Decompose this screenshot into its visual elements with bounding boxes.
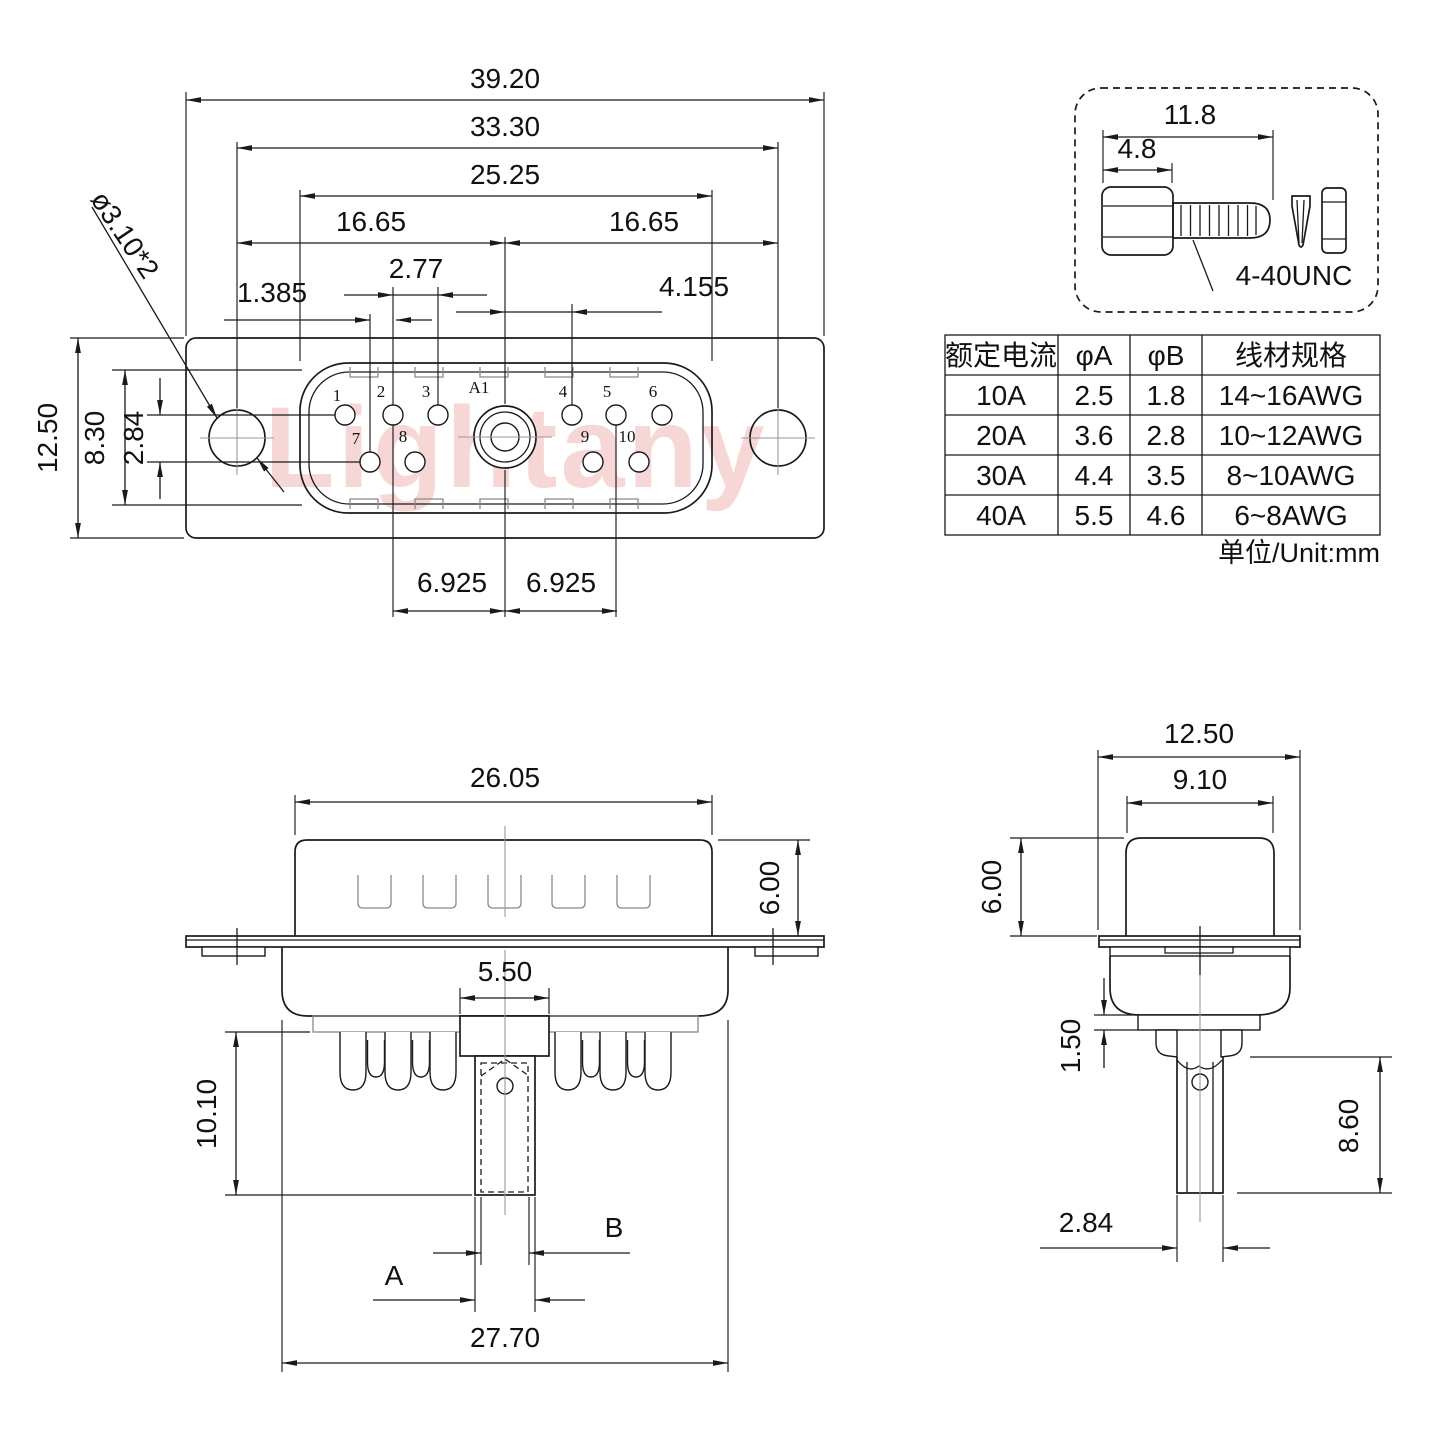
- table-header: φA: [1076, 340, 1113, 371]
- side-view: 26.05 6.00 5.50 10.10 B A 27.70: [185, 762, 825, 1372]
- dim-end-width: 12.50: [1164, 718, 1234, 749]
- pin-label: 10: [619, 427, 636, 446]
- dim-end-height: 6.00: [976, 860, 1007, 915]
- dim-shroud-height: 8.30: [79, 411, 110, 466]
- dim-hole-callout: ø3.10*2: [85, 185, 166, 284]
- thumbscrew: [1101, 186, 1271, 256]
- dim-hole-span: 33.30: [470, 111, 540, 142]
- table-cell: 2.8: [1147, 420, 1186, 451]
- dim-overall-width: 39.20: [470, 63, 540, 94]
- pin-label: 7: [352, 429, 361, 448]
- dim-step-height: 1.50: [1055, 1019, 1086, 1074]
- side-flange: [185, 935, 825, 948]
- pin-label: 4: [559, 382, 568, 401]
- spec-table: 额定电流 φA φB 线材规格 10A 2.5 1.8 14~16AWG 20A…: [944, 334, 1381, 568]
- table-cell: 20A: [976, 420, 1026, 451]
- a1-label: A1: [469, 378, 490, 397]
- table-cell: 40A: [976, 500, 1026, 531]
- dim-footprint-width: 27.70: [470, 1322, 540, 1353]
- table-header: φB: [1148, 340, 1185, 371]
- dim-screw-head: 4.8: [1118, 133, 1157, 164]
- table-grid: [944, 334, 1381, 536]
- table-cell: 2.5: [1075, 380, 1114, 411]
- table-cell: 14~16AWG: [1219, 380, 1363, 411]
- table-cell: 1.8: [1147, 380, 1186, 411]
- dim-a1-offset: 4.155: [659, 271, 729, 302]
- a1-terminal-side: [459, 950, 550, 1215]
- thread-spec-label: 4-40UNC: [1236, 260, 1353, 291]
- dim-side-width: 26.05: [470, 762, 540, 793]
- pin-label: 1: [333, 386, 342, 405]
- label-dim-b: B: [605, 1212, 624, 1243]
- label-dim-a: A: [385, 1260, 404, 1291]
- crimp-contacts: [339, 1032, 672, 1091]
- pin-contacts: [334, 404, 673, 473]
- table-cell: 4.4: [1075, 460, 1114, 491]
- end-insert: [1137, 1014, 1261, 1031]
- dim-half-right: 16.65: [609, 206, 679, 237]
- side-shroud: [294, 839, 713, 937]
- dim-pin-offset: 1.385: [237, 277, 307, 308]
- pin-label: 6: [649, 382, 658, 401]
- table-cell: 4.6: [1147, 500, 1186, 531]
- pin-label: 5: [603, 382, 612, 401]
- table-cell: 30A: [976, 460, 1026, 491]
- front-extension-lines: [70, 92, 825, 617]
- screw-parts: [1291, 187, 1347, 254]
- dim-terminal-length: 10.10: [191, 1079, 222, 1149]
- pin-label: 3: [422, 382, 431, 401]
- dim-barrel-width: 2.84: [1059, 1207, 1114, 1238]
- table-cell: 3.6: [1075, 420, 1114, 451]
- end-body: [1125, 837, 1275, 937]
- dim-shroud-width: 25.25: [470, 159, 540, 190]
- table-cell: 8~10AWG: [1227, 460, 1356, 491]
- a1-terminal-end: [1155, 975, 1243, 1222]
- end-view: 12.50 9.10 6.00 1.50 8.60 2.84: [976, 718, 1392, 1262]
- pin-label: 9: [581, 427, 590, 446]
- front-view: 1 2 3 4 5 6 7 8 9 10 A1: [32, 63, 825, 617]
- dsub-shroud-inner: [308, 371, 704, 505]
- dim-row-gap: 2.84: [118, 411, 149, 466]
- unit-note: 单位/Unit:mm: [1218, 538, 1380, 568]
- table-cell: 3.5: [1147, 460, 1186, 491]
- table-cell: 5.5: [1075, 500, 1114, 531]
- dim-pin-pitch: 2.77: [389, 253, 444, 284]
- dim-tab-width: 5.50: [478, 956, 533, 987]
- front-dimensions: [75, 97, 824, 614]
- dim-end-body-width: 9.10: [1173, 764, 1228, 795]
- dim-span-right: 6.925: [526, 567, 596, 598]
- dsub-shroud-outer: [299, 362, 713, 514]
- dim-span-left: 6.925: [417, 567, 487, 598]
- side-notches: [357, 875, 651, 909]
- table-cell: 10~12AWG: [1219, 420, 1363, 451]
- shroud-notches: [349, 367, 639, 509]
- dim-screw-total: 11.8: [1164, 99, 1216, 130]
- table-header: 额定电流: [945, 340, 1057, 371]
- table-header: 线材规格: [1235, 340, 1347, 371]
- dim-half-left: 16.65: [336, 206, 406, 237]
- a1-coax-contact: [458, 405, 552, 469]
- dim-side-height: 6.00: [754, 861, 785, 916]
- dim-terminal-tail: 8.60: [1333, 1099, 1364, 1154]
- dim-overall-height: 12.50: [32, 403, 63, 473]
- screw-detail: 11.8 4.8 4-40UNC: [1074, 87, 1379, 313]
- detail-boundary: [1074, 87, 1379, 313]
- pin-label: 8: [399, 427, 408, 446]
- table-cell: 10A: [976, 380, 1026, 411]
- end-extension-lines: [1010, 750, 1392, 1262]
- pin-label: 2: [377, 382, 386, 401]
- table-cell: 6~8AWG: [1234, 500, 1347, 531]
